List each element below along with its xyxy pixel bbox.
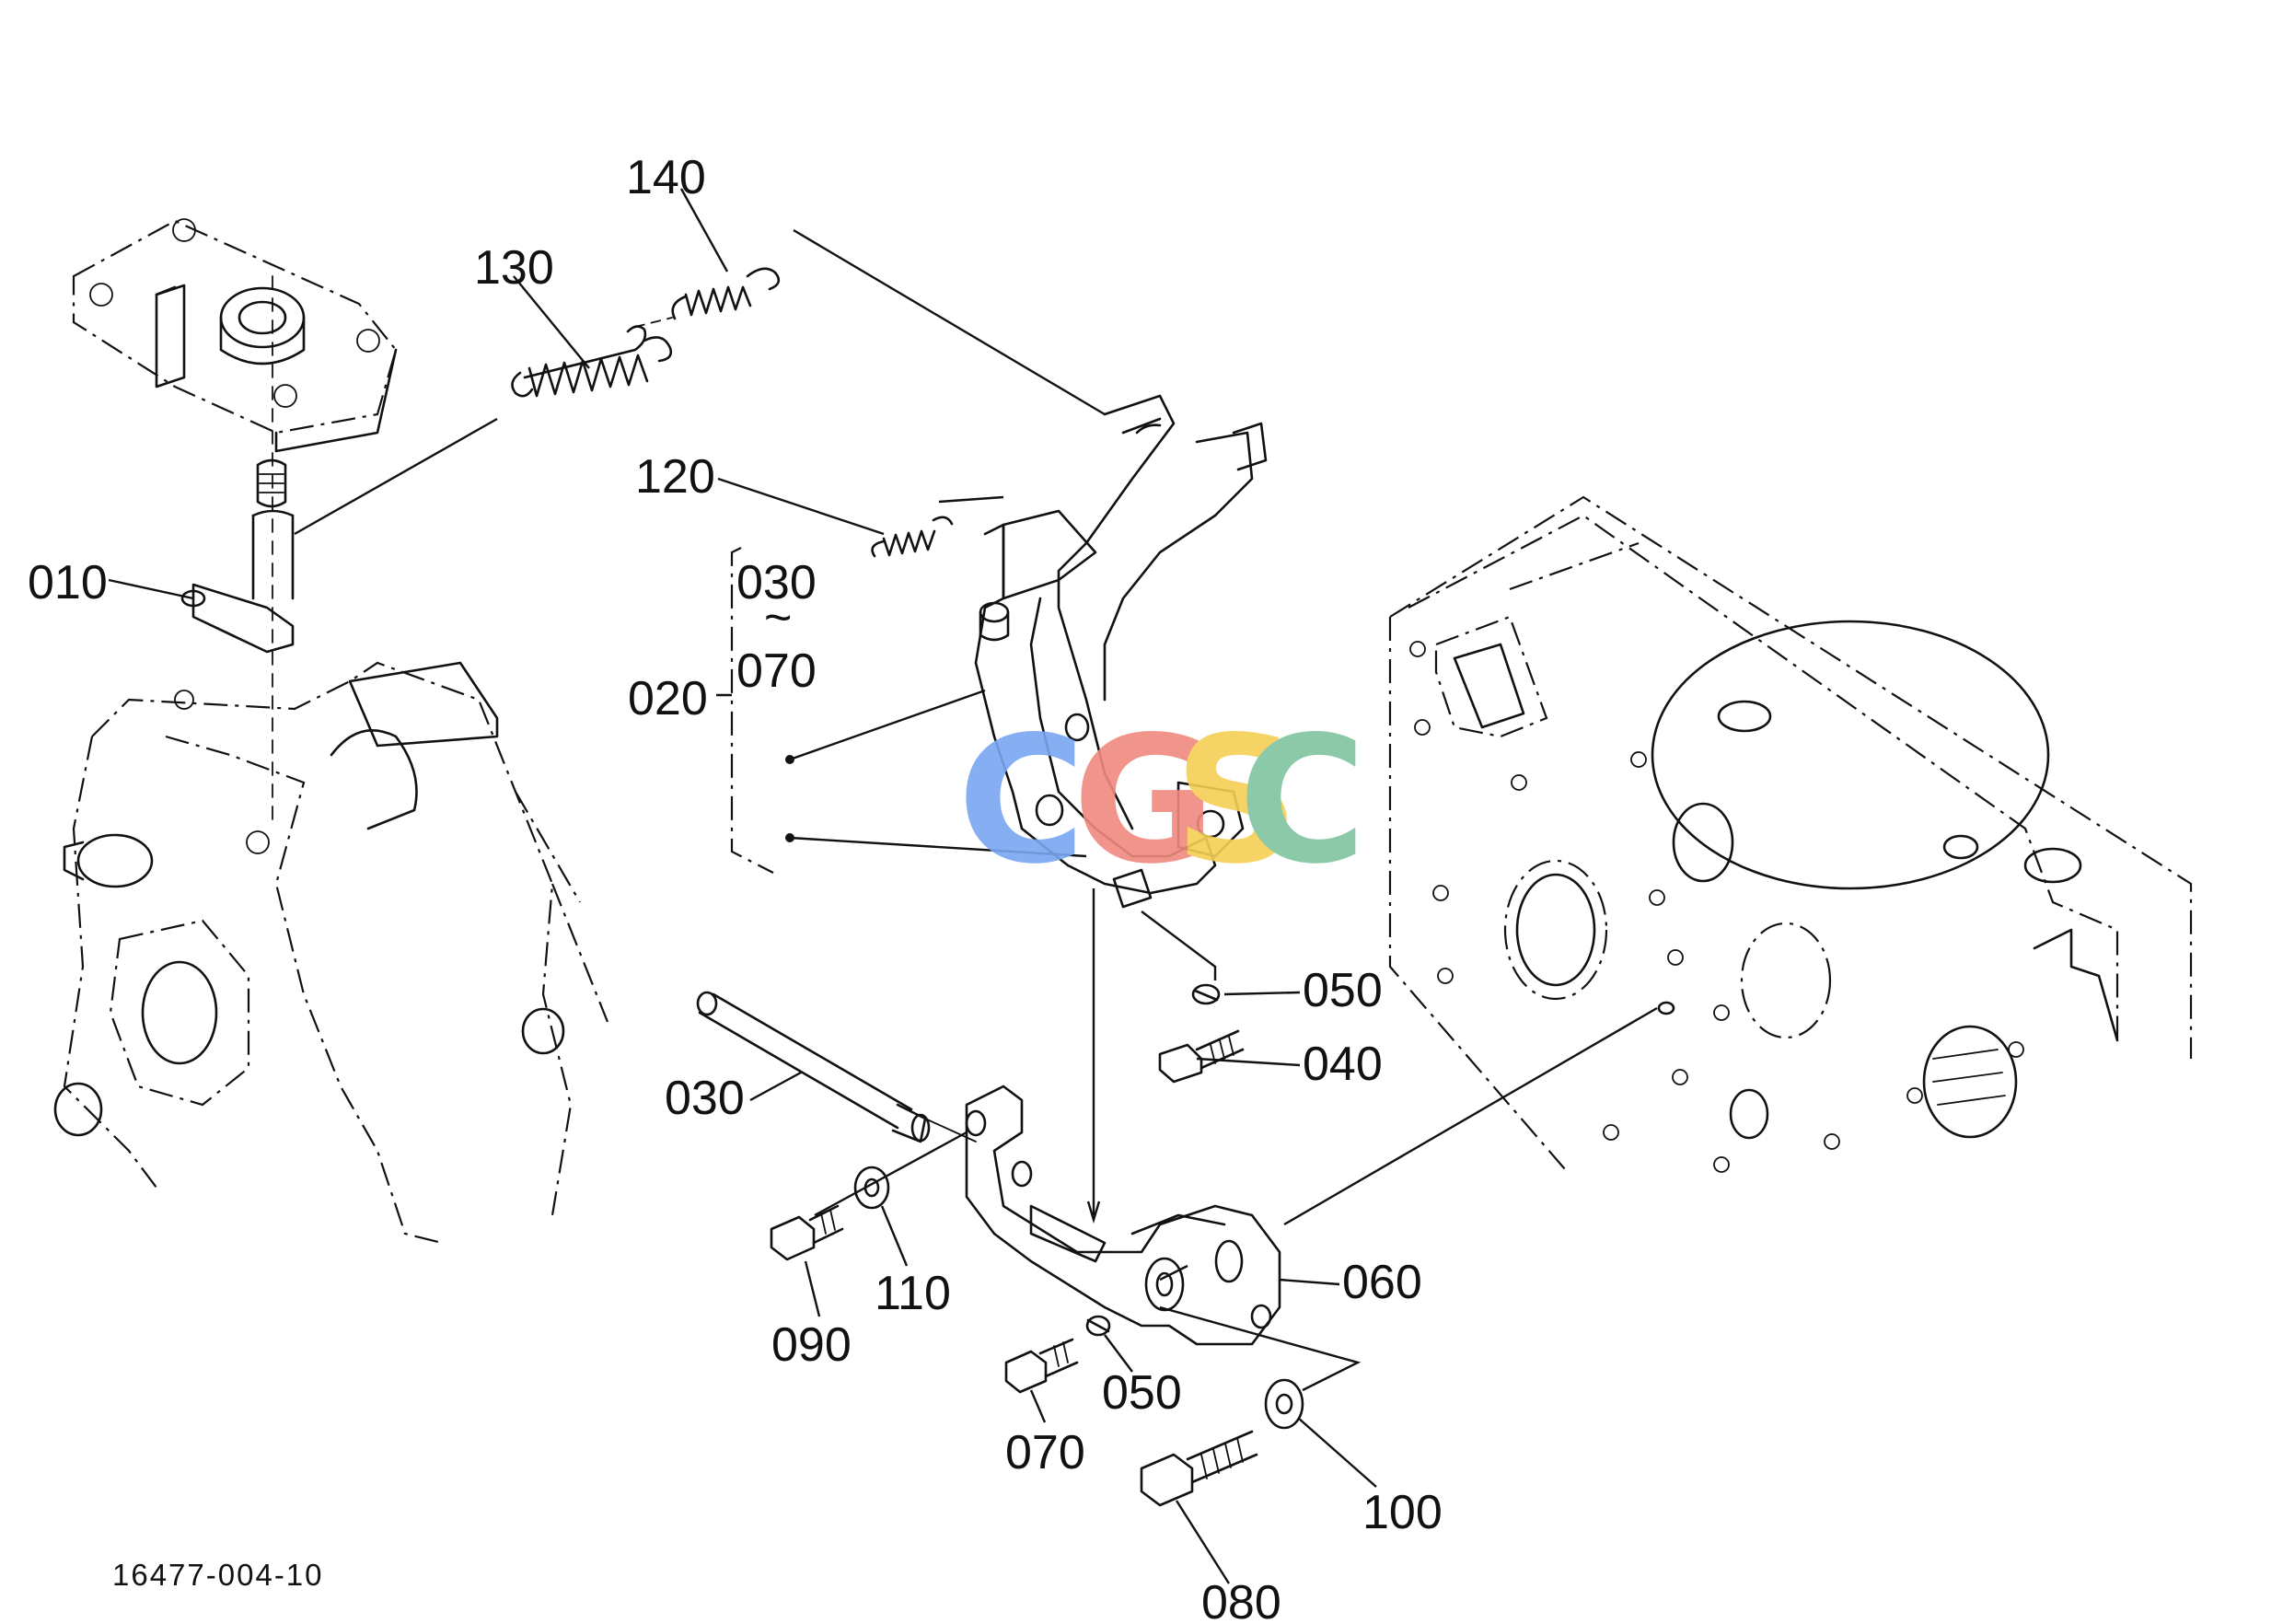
leader-lines xyxy=(108,188,1658,1584)
label-020: 020 xyxy=(628,672,708,725)
washer-110 xyxy=(853,1166,890,1210)
governor-shaft xyxy=(180,275,295,829)
label-080: 080 xyxy=(1201,1576,1281,1624)
label-110: 110 xyxy=(875,1267,951,1320)
bolt-080 xyxy=(1140,1430,1258,1507)
label-030-range-start: 030 xyxy=(736,556,817,609)
lever-bracket xyxy=(965,1085,1281,1346)
bolt-070 xyxy=(1004,1338,1079,1394)
watermark-letter-4: C xyxy=(1238,699,1366,902)
label-070-range-end: 070 xyxy=(736,644,817,698)
label-030: 030 xyxy=(665,1072,745,1125)
label-090: 090 xyxy=(771,1318,852,1372)
spring-120 xyxy=(871,516,954,558)
crankcase xyxy=(1388,495,2193,1173)
governor-lever-assy xyxy=(974,394,1268,909)
part-labels: 010 020 030 030 ~ 070 040 050 050 060 07… xyxy=(28,151,1443,1624)
watermark-letter-1: C xyxy=(957,699,1085,902)
washer-050b xyxy=(1085,1315,1111,1337)
washer-100 xyxy=(1264,1378,1304,1430)
label-040: 040 xyxy=(1303,1038,1383,1091)
spring-140 xyxy=(634,267,781,328)
gear-case-housing xyxy=(53,661,609,1245)
label-140: 140 xyxy=(626,151,706,204)
washer-050a xyxy=(1191,983,1221,1005)
label-050-upper: 050 xyxy=(1303,964,1383,1017)
label-050-lower: 050 xyxy=(1102,1366,1182,1420)
pin-030 xyxy=(696,991,977,1143)
watermark: C G S C xyxy=(957,699,1366,902)
drawing-number: 16477-004-10 xyxy=(112,1558,324,1592)
spring-130 xyxy=(511,325,673,398)
bolt-090 xyxy=(770,1204,844,1261)
label-120: 120 xyxy=(635,450,715,504)
label-100: 100 xyxy=(1362,1486,1443,1539)
label-130: 130 xyxy=(474,241,554,295)
gear-case-cover xyxy=(72,218,398,453)
label-range-separator: ~ xyxy=(764,591,792,644)
bolt-040 xyxy=(1158,1029,1245,1084)
label-070: 070 xyxy=(1005,1426,1085,1479)
label-010: 010 xyxy=(28,556,108,609)
label-060: 060 xyxy=(1342,1256,1422,1309)
watermark-letter-3: S xyxy=(1174,699,1300,902)
watermark-letter-2: G xyxy=(1072,699,1216,902)
